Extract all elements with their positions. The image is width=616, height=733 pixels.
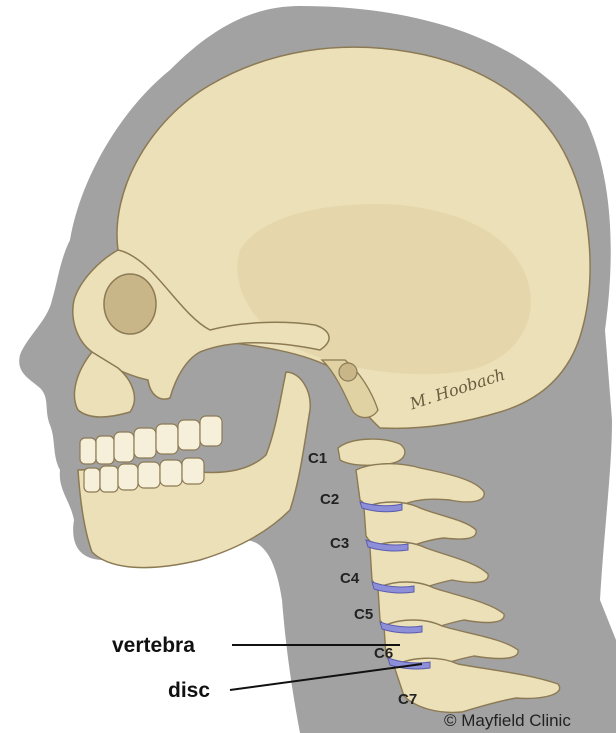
vertebra-c1 — [338, 439, 405, 465]
disc-callout-label: disc — [168, 679, 210, 702]
ear-canal — [339, 363, 357, 381]
label-c3: C3 — [330, 535, 349, 552]
label-c5: C5 — [354, 606, 373, 623]
copyright-credit: © Mayfield Clinic — [444, 711, 571, 730]
label-c6: C6 — [374, 645, 393, 662]
label-c1: C1 — [308, 450, 327, 467]
label-c2: C2 — [320, 491, 339, 508]
vertebra-callout-label: vertebra — [112, 634, 195, 657]
label-c7: C7 — [398, 691, 417, 708]
orbit — [104, 274, 156, 334]
label-c4: C4 — [340, 570, 360, 587]
